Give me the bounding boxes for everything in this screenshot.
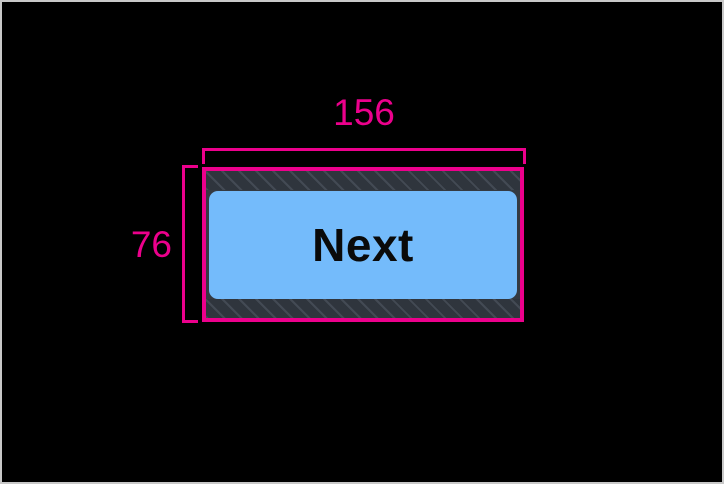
element-selection-outline — [202, 167, 524, 322]
measured-element-box[interactable]: Next — [206, 171, 520, 318]
height-dimension-label: 76 — [130, 224, 172, 265]
height-dimension-bracket — [182, 165, 198, 323]
width-dimension-bracket — [202, 148, 526, 164]
padding-band-bottom — [206, 299, 520, 318]
next-button[interactable]: Next — [209, 190, 517, 299]
width-dimension-label: 156 — [333, 92, 395, 133]
padding-band-top — [206, 171, 520, 190]
